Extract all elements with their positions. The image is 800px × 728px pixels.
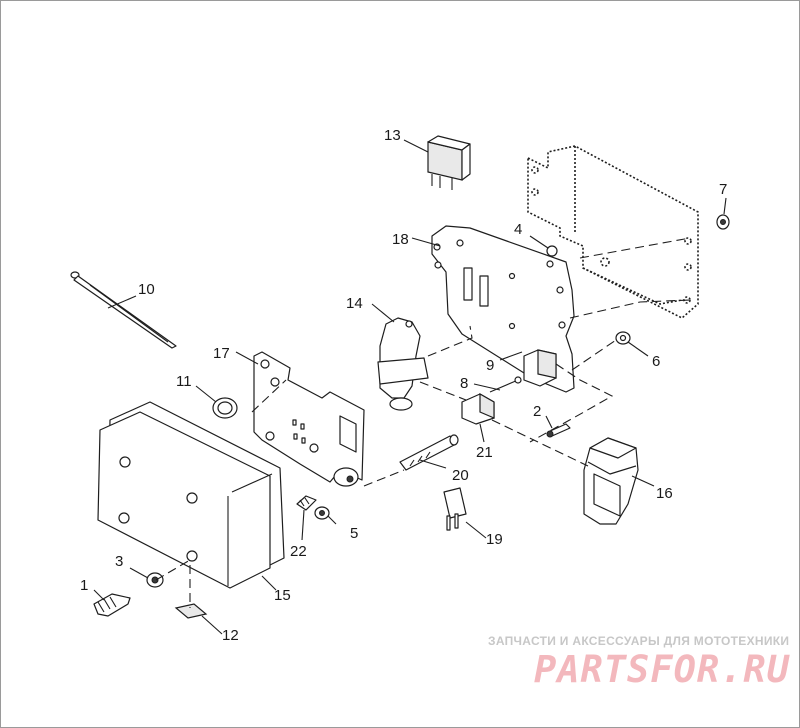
callout-6: 6 [652,353,660,370]
stud-20 [399,434,459,471]
assembly-lines [155,237,691,608]
pin-8 [489,376,522,393]
callout-1: 1 [80,577,88,594]
nut-7 [716,214,730,230]
callout-13: 13 [384,127,401,144]
rear-mounting-bracket [527,145,699,319]
callout-14: 14 [346,295,363,312]
connector-9 [523,349,557,387]
plug-11 [212,397,238,419]
callout-19: 19 [486,531,503,548]
fuse-holder-16 [583,437,639,525]
cable-tie-10 [70,271,177,349]
washer-3 [146,572,164,588]
callout-22: 22 [290,543,307,560]
callout-4: 4 [514,221,522,238]
housing-bracket-17 [253,351,365,487]
callout-10: 10 [138,281,155,298]
callout-17: 17 [213,345,230,362]
callout-15: 15 [274,587,291,604]
screw-2 [546,423,571,438]
callout-12: 12 [222,627,239,644]
watermark-logo: PARTSFOR.RU [533,648,790,691]
pad-12 [174,603,208,619]
nut-5 [314,506,330,520]
clip-14 [377,317,429,411]
nut-4 [546,245,558,257]
callout-21: 21 [476,444,493,461]
fuse-19 [443,487,467,531]
watermark-tagline: ЗАПЧАСТИ И АКСЕССУАРЫ ДЛЯ МОТОТЕХНИКИ [488,634,790,648]
callout-5: 5 [350,525,358,542]
callout-20: 20 [452,467,469,484]
screw-1 [93,593,131,617]
callout-11: 11 [176,373,192,390]
callout-8: 8 [460,375,468,392]
nut-6 [615,331,631,345]
relay-13 [427,135,471,190]
callout-9: 9 [486,357,494,374]
callout-labels: 1 2 3 4 5 6 7 8 9 10 11 12 13 14 15 16 1… [80,127,727,644]
screw-22 [296,495,317,511]
callout-7: 7 [719,181,727,198]
callout-3: 3 [115,553,123,570]
connector-21 [461,392,495,425]
callout-16: 16 [656,485,673,502]
callout-2: 2 [533,403,541,420]
callout-18: 18 [392,231,409,248]
cover-box-15 [97,401,285,589]
callout-leaders [93,139,727,635]
